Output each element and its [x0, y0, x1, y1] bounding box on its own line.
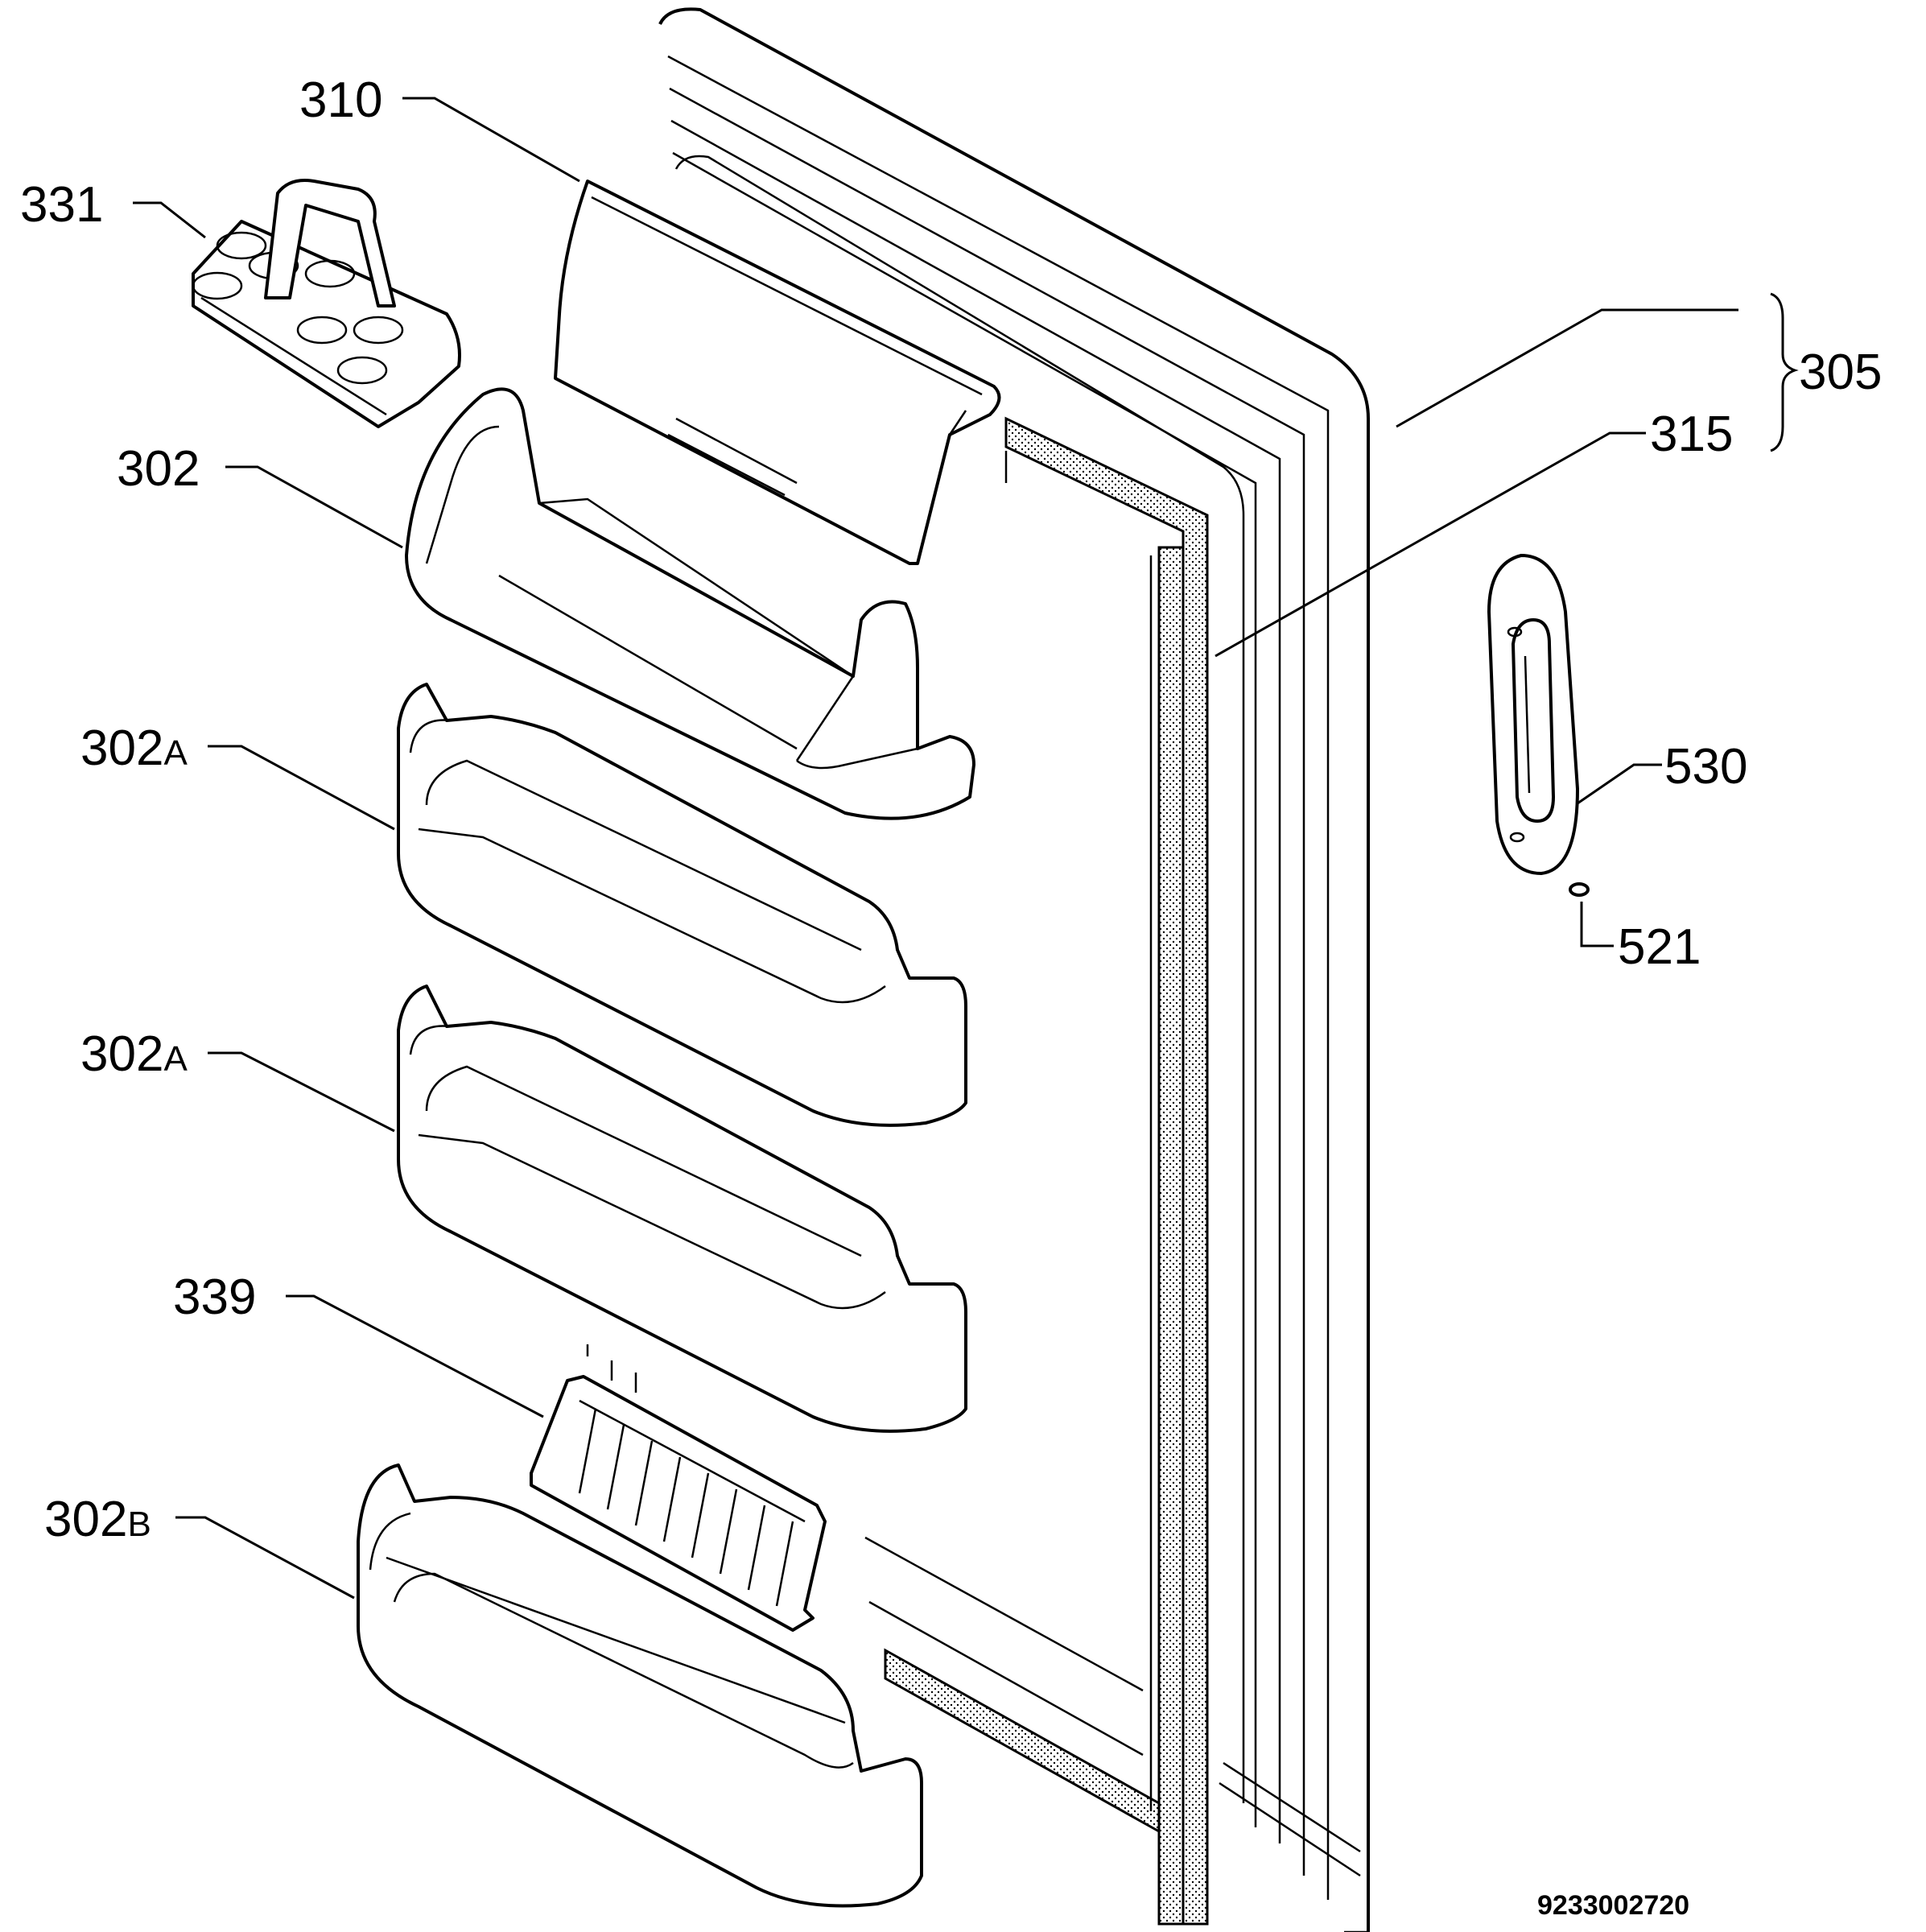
callout-302b-suffix: B [127, 1505, 151, 1544]
door-bin-302a-upper [397, 683, 967, 1127]
door-gasket [864, 416, 1209, 1926]
door-shelf-302 [405, 387, 975, 820]
callout-302a-upper: 302A [80, 720, 188, 776]
callout-302: 302 [117, 441, 200, 497]
door-bin-302a-lower [397, 985, 967, 1433]
handle-plate-530 [1487, 554, 1579, 875]
callout-331: 331 [20, 177, 103, 233]
callout-302a-upper-number: 302 [80, 720, 163, 776]
drawing-number: 9233002720 [1537, 1890, 1689, 1921]
bottle-retainer-339 [530, 1344, 827, 1632]
callout-302a-lower-suffix: A [163, 1039, 188, 1079]
callout-labels: 310 331 302 302A 302A 339 302B 305 315 5… [20, 72, 1882, 1921]
callout-339: 339 [173, 1269, 256, 1325]
egg-tray-331 [192, 179, 461, 428]
callout-302a-lower-number: 302 [80, 1026, 163, 1082]
door-bin-302b [357, 1463, 923, 1908]
dairy-flap-310 [554, 180, 1001, 565]
callout-315: 315 [1650, 407, 1733, 462]
callout-302b-number: 302 [44, 1492, 127, 1547]
callout-302a-lower: 302A [80, 1026, 188, 1082]
callout-302a-upper-suffix: A [163, 733, 188, 773]
leader-lines [133, 97, 1799, 1600]
callout-302b: 302B [44, 1492, 151, 1547]
callout-521: 521 [1618, 919, 1701, 975]
callout-530: 530 [1664, 739, 1747, 795]
screw-521 [1569, 882, 1590, 897]
callout-305: 305 [1799, 345, 1882, 400]
callout-310: 310 [299, 72, 382, 128]
